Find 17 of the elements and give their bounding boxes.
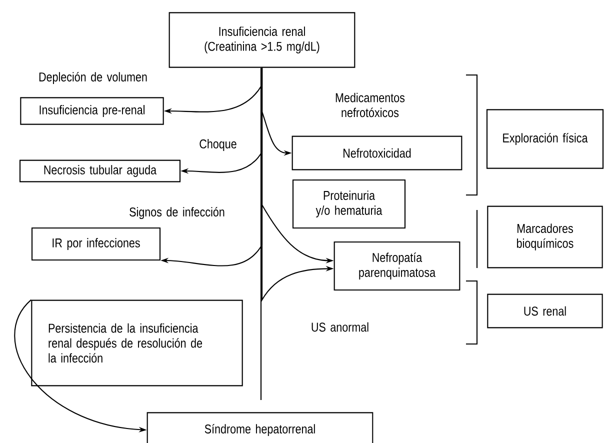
edge-label: Medicamentos nefrotóxicos xyxy=(336,92,405,118)
text-box: Exploración física xyxy=(486,109,604,169)
edge-label: US anormal xyxy=(312,322,368,332)
text-box: Nefrotoxicidad xyxy=(292,136,462,170)
edge-label: Signos de infección xyxy=(130,206,224,220)
text-box: Insuficiencia pre-renal xyxy=(20,97,164,125)
edge-label: Choque xyxy=(200,139,236,151)
text-box: Insuficiencia renal (Creatinina >1.5 mg/dL) xyxy=(168,12,356,68)
edge-label: Depleción de volumen xyxy=(39,72,147,84)
text-box: Persistencia de la insuficiencia renal después de resolución de la infección xyxy=(31,300,243,386)
text-box: Nefropatía parenquimatosa xyxy=(334,241,460,291)
text-box: Proteinuria y/o hematuria xyxy=(292,179,406,229)
text-box: Necrosis tubular aguda xyxy=(19,160,181,182)
text-box: Síndrome hepatorrenal xyxy=(146,412,374,443)
text-box: Marcadores bioquímicos xyxy=(487,206,603,268)
text-box: IR por infecciones xyxy=(31,227,161,261)
text-box: US renal xyxy=(487,294,603,328)
